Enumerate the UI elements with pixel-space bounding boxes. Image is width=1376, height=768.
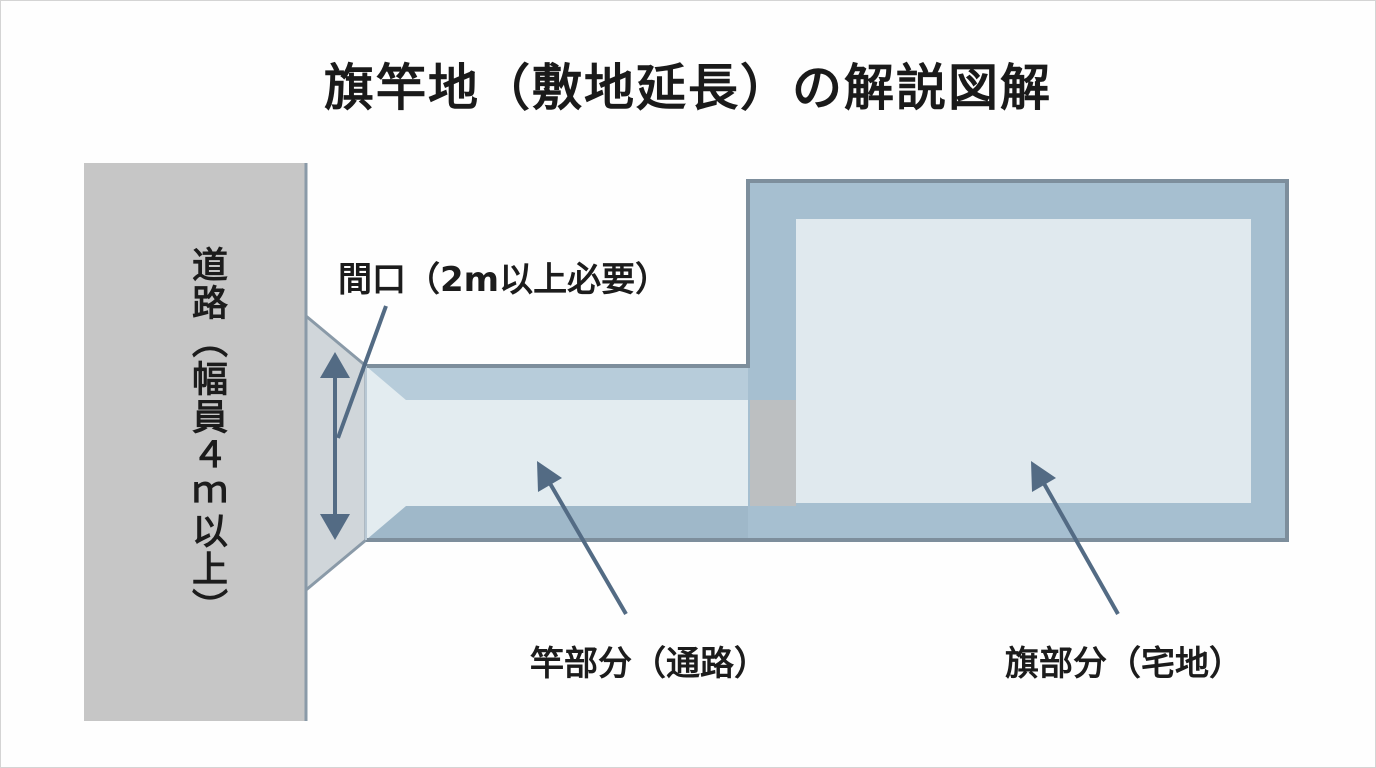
- pole-bevel-bottom: [366, 506, 750, 540]
- pole-bevel-top: [366, 366, 750, 400]
- pointer-arrow-icon: [537, 461, 628, 616]
- pole-flag-junction: [750, 400, 796, 506]
- pole-inner: [366, 366, 750, 540]
- pole-label: 竿部分（通路）: [530, 644, 768, 684]
- road-label: 道路（幅員４ｍ以上）: [186, 246, 227, 626]
- road-strip: [84, 163, 306, 721]
- frontage-label: 間口（2m以上必要）: [338, 260, 670, 300]
- pointer-arrow-icon: [1031, 461, 1120, 615]
- diagram-title: 旗竿地（敷地延長）の解説図解: [324, 59, 1052, 117]
- frontage-leader-line: [336, 305, 388, 439]
- flag-label: 旗部分（宅地）: [1005, 644, 1243, 684]
- lot-outline: [366, 179, 1289, 542]
- flag-inner: [796, 219, 1251, 503]
- double-headed-arrow-icon: [320, 352, 350, 540]
